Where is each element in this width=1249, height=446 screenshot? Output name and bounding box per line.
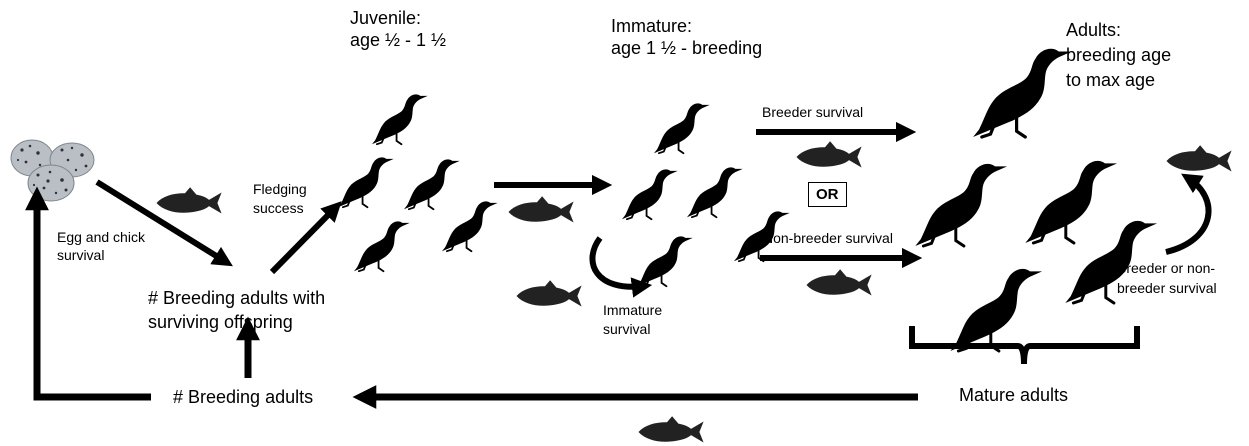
breeding-adults-label: # Breeding adults bbox=[173, 387, 313, 409]
egg-chick-line2: survival bbox=[57, 246, 145, 264]
breeding-with-offspring-label: # Breeding adults with surviving offspri… bbox=[148, 286, 325, 335]
breeder-or-non-line1: Breeder or non- bbox=[1117, 259, 1217, 279]
mature-adults-label: Mature adults bbox=[959, 385, 1068, 407]
immature-survival-label: Immature survival bbox=[603, 301, 662, 339]
juvenile-title: Juvenile: bbox=[350, 8, 446, 30]
flow-arrows bbox=[37, 132, 1209, 397]
fledging-success-label: Fledging success bbox=[253, 180, 307, 218]
fledging-line2: success bbox=[253, 199, 307, 218]
adults-line3: to max age bbox=[1066, 68, 1171, 93]
non-breeder-survival-label: Non-breeder survival bbox=[763, 230, 893, 247]
breeder-or-non-line2: breeder survival bbox=[1117, 279, 1217, 299]
eggs-illustration bbox=[11, 140, 94, 201]
breeding-offspring-line2: surviving offspring bbox=[148, 310, 325, 334]
egg-chick-survival-label: Egg and chick survival bbox=[57, 228, 145, 264]
or-box: OR bbox=[808, 182, 847, 207]
fledging-line1: Fledging bbox=[253, 180, 307, 199]
adults-stage-label: Adults: breeding age to max age bbox=[1066, 18, 1171, 92]
breeding-offspring-line1: # Breeding adults with bbox=[148, 286, 325, 310]
adults-line2: breeding age bbox=[1066, 43, 1171, 68]
juvenile-stage-label: Juvenile: age ½ - 1 ½ bbox=[350, 8, 446, 52]
immature-title: Immature: bbox=[611, 16, 762, 38]
immature-survival-line1: Immature bbox=[603, 301, 662, 320]
juvenile-birds bbox=[338, 94, 498, 271]
adult-birds bbox=[915, 49, 1157, 351]
mature-adults-brace bbox=[912, 326, 1137, 364]
breeder-or-non-breeder-survival-label: Breeder or non- breeder survival bbox=[1117, 259, 1217, 298]
immature-survival-line2: survival bbox=[603, 320, 662, 339]
juvenile-age: age ½ - 1 ½ bbox=[350, 30, 446, 52]
egg-chick-line1: Egg and chick bbox=[57, 228, 145, 246]
breeder-survival-label: Breeder survival bbox=[762, 104, 863, 121]
immature-stage-label: Immature: age 1 ½ - breeding bbox=[611, 16, 762, 60]
immature-age: age 1 ½ - breeding bbox=[611, 38, 762, 60]
adults-title: Adults: bbox=[1066, 18, 1171, 43]
